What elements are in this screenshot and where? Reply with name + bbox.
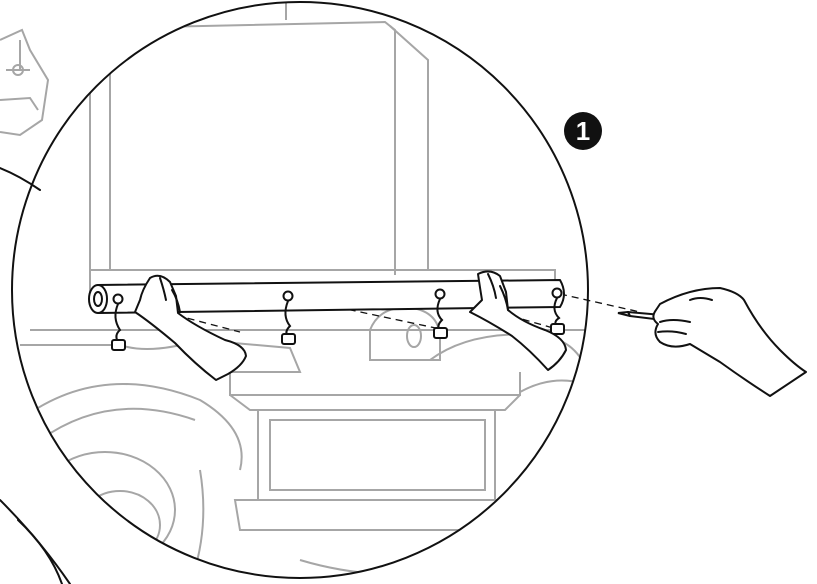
drilling-template-bar	[88, 279, 565, 314]
vehicle-background	[0, 28, 71, 584]
right-hand-icon	[469, 270, 567, 371]
marking-hand-with-pencil	[617, 287, 807, 397]
left-hand-icon	[134, 274, 247, 381]
step-number-badge: 1	[564, 112, 602, 150]
hanging-nuts	[111, 297, 565, 351]
